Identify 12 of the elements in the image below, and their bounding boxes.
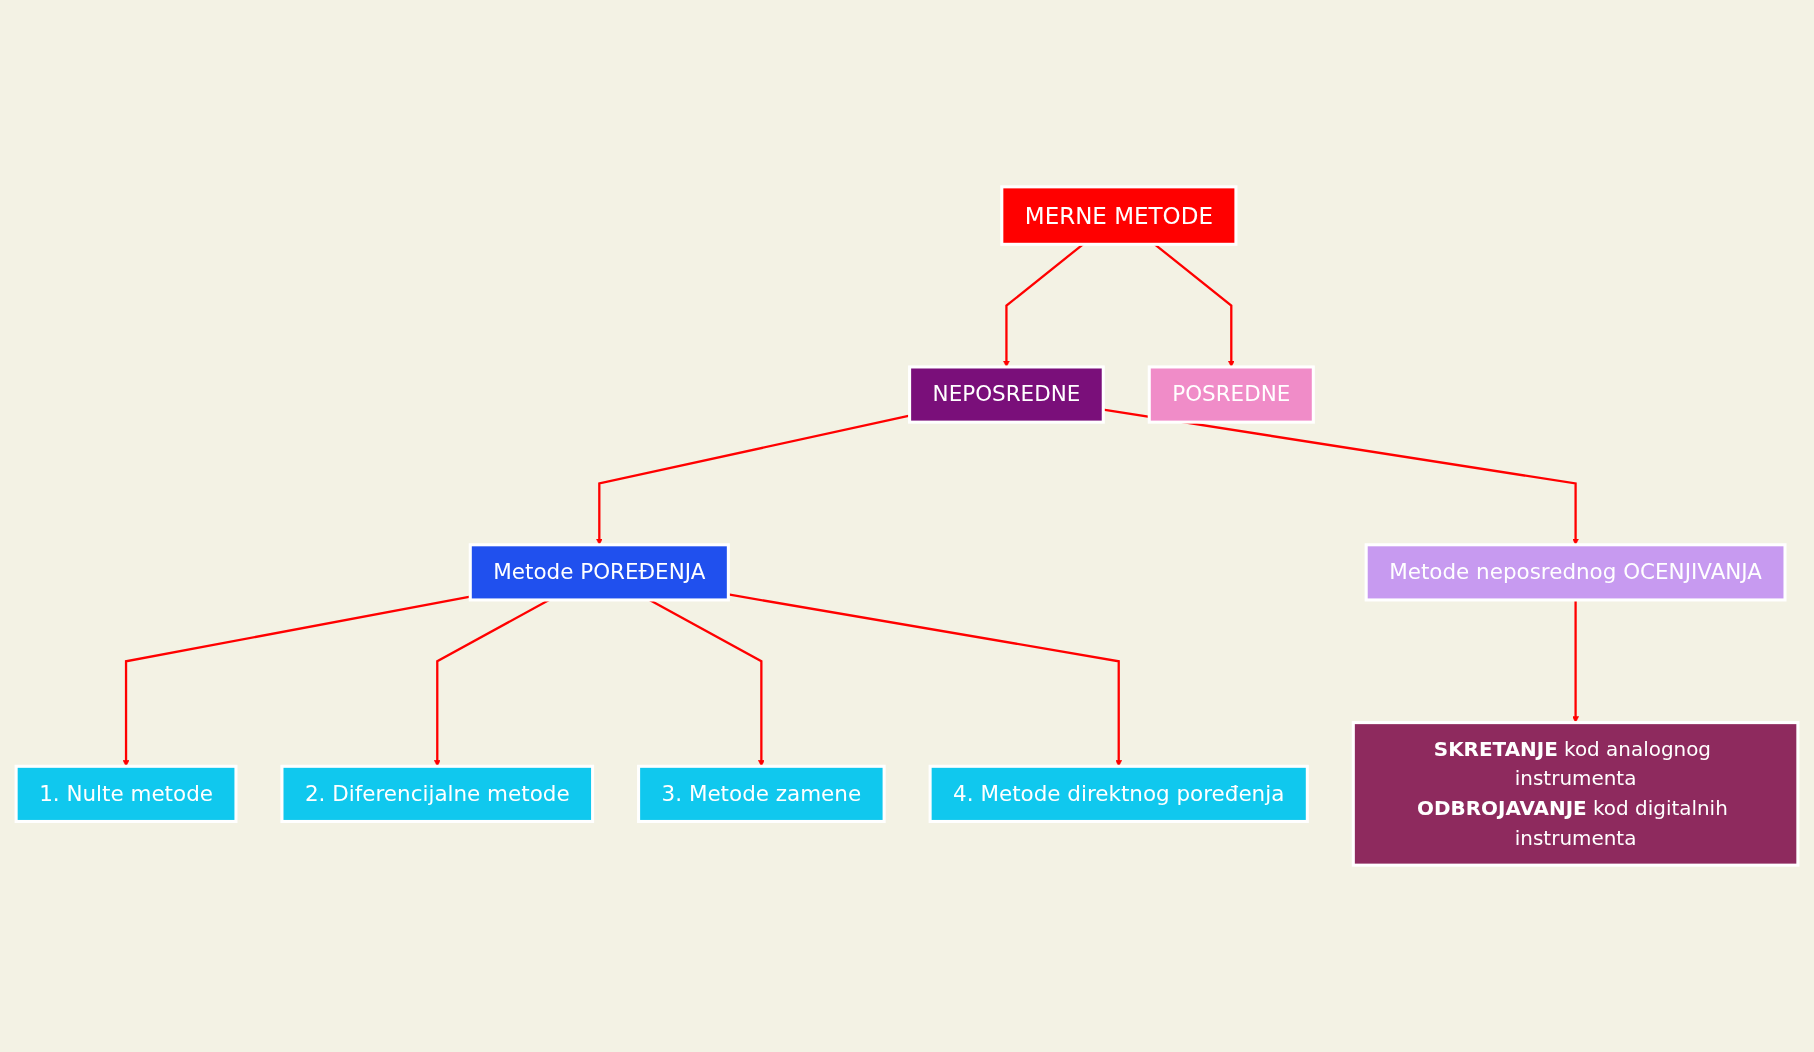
node-box: MERNE METODE [1000, 185, 1238, 246]
arrow [1572, 599, 1579, 723]
node-box: POSREDNE [1147, 365, 1315, 424]
node-box: 4. Metode direktnog poređenja [928, 764, 1309, 823]
node-box: 2. Diferencijalne metode [280, 764, 595, 823]
node-box: Metode neposrednog OCENJIVANJA [1364, 543, 1787, 602]
node-box: Metode POREĐENJA [468, 543, 730, 602]
node-box: SKRETANJE kod analognog instrumenta ODBROJAVANJE kod digitalnih instrumenta [1351, 721, 1800, 867]
node-box: 1. Nulte metode [14, 764, 238, 823]
node-box: NEPOSREDNE [908, 365, 1105, 424]
node-box: 3. Metode zamene [637, 764, 886, 823]
arrow [122, 595, 471, 767]
